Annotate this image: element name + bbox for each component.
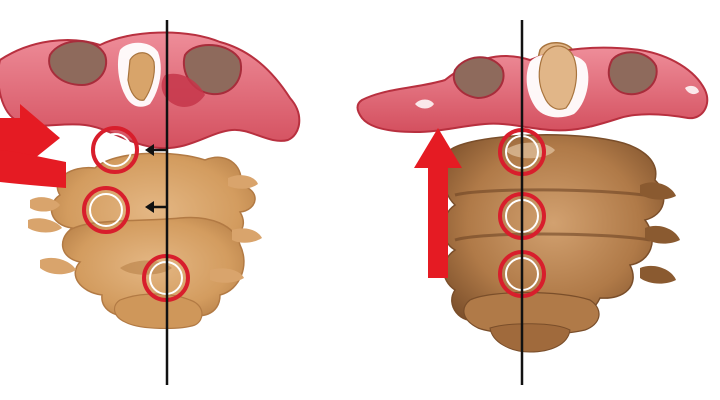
right-atlas-c1 — [356, 45, 709, 134]
left-marker-c1 — [91, 126, 139, 174]
right-lower-vertebrae — [442, 134, 680, 353]
right-panel-aligned — [356, 20, 709, 385]
right-arrow-icon — [0, 104, 66, 188]
left-panel-misaligned — [0, 20, 301, 385]
small-left-arrow-icon — [145, 201, 166, 213]
left-marker-c2 — [82, 186, 130, 234]
left-atlas-c1 — [0, 31, 301, 150]
small-left-arrow-icon — [145, 144, 166, 156]
left-markers — [82, 126, 190, 302]
up-arrow-icon — [414, 128, 462, 278]
left-lower-vertebrae — [28, 152, 262, 330]
